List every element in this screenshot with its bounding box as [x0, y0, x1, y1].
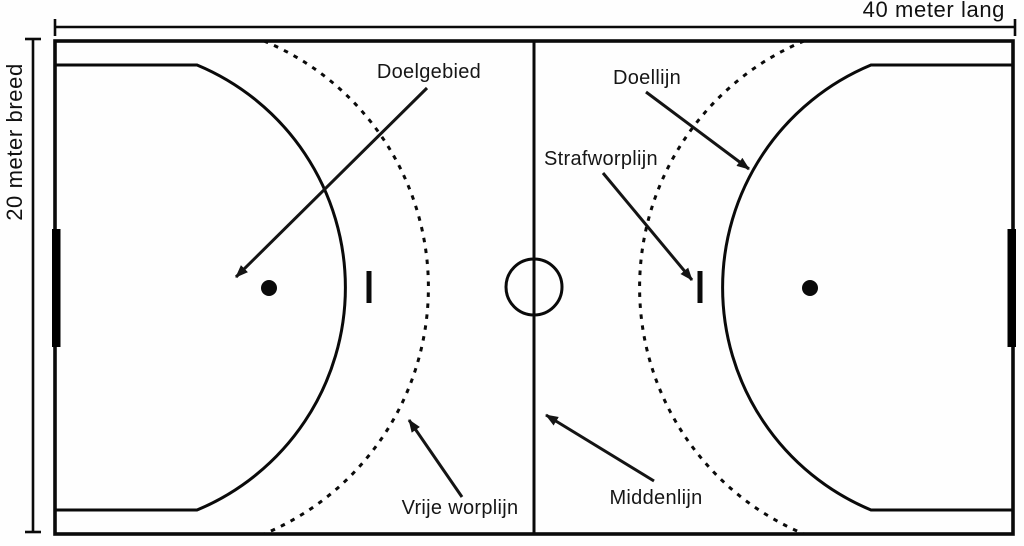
center-line-label: Middenlijn	[609, 487, 702, 509]
goal-area-line-right	[721, 63, 1013, 512]
goal-right	[1007, 229, 1016, 347]
free-throw-line-right	[638, 39, 805, 536]
width-dimension-line: 20 meter breed	[2, 37, 41, 534]
length-dimension-label: 40 meter lang	[863, 0, 1005, 22]
annotation-goal-line: Doellijn	[613, 67, 750, 171]
annotation-center-line: Middenlijn	[545, 413, 702, 509]
goal-area-arrow	[234, 86, 429, 279]
width-dimension-label: 20 meter breed	[2, 63, 27, 221]
free-throw-line-left	[263, 39, 430, 536]
goal-line-arrow	[645, 90, 750, 171]
annotation-free-throw-line: Vrije worplijn	[402, 419, 519, 519]
penalty-throw-line-label: Strafworplijn	[544, 148, 658, 170]
center-line-arrow	[545, 413, 655, 483]
penalty-spot-right	[802, 280, 818, 296]
goal-area-label: Doelgebied	[377, 61, 481, 83]
annotation-goal-area: Doelgebied	[234, 61, 481, 279]
penalty-throw-line-arrow	[601, 172, 694, 281]
free-throw-line-arrow	[407, 419, 464, 498]
annotation-penalty-throw-line: Strafworplijn	[544, 148, 694, 281]
free-throw-line-label: Vrije worplijn	[402, 497, 519, 519]
penalty-spot-left	[261, 280, 277, 296]
length-dimension-line: 40 meter lang	[53, 0, 1017, 36]
goal-area-line-left	[55, 63, 347, 512]
goal-line-label: Doellijn	[613, 67, 681, 89]
center-circle	[504, 257, 564, 317]
goal-left	[52, 229, 61, 347]
